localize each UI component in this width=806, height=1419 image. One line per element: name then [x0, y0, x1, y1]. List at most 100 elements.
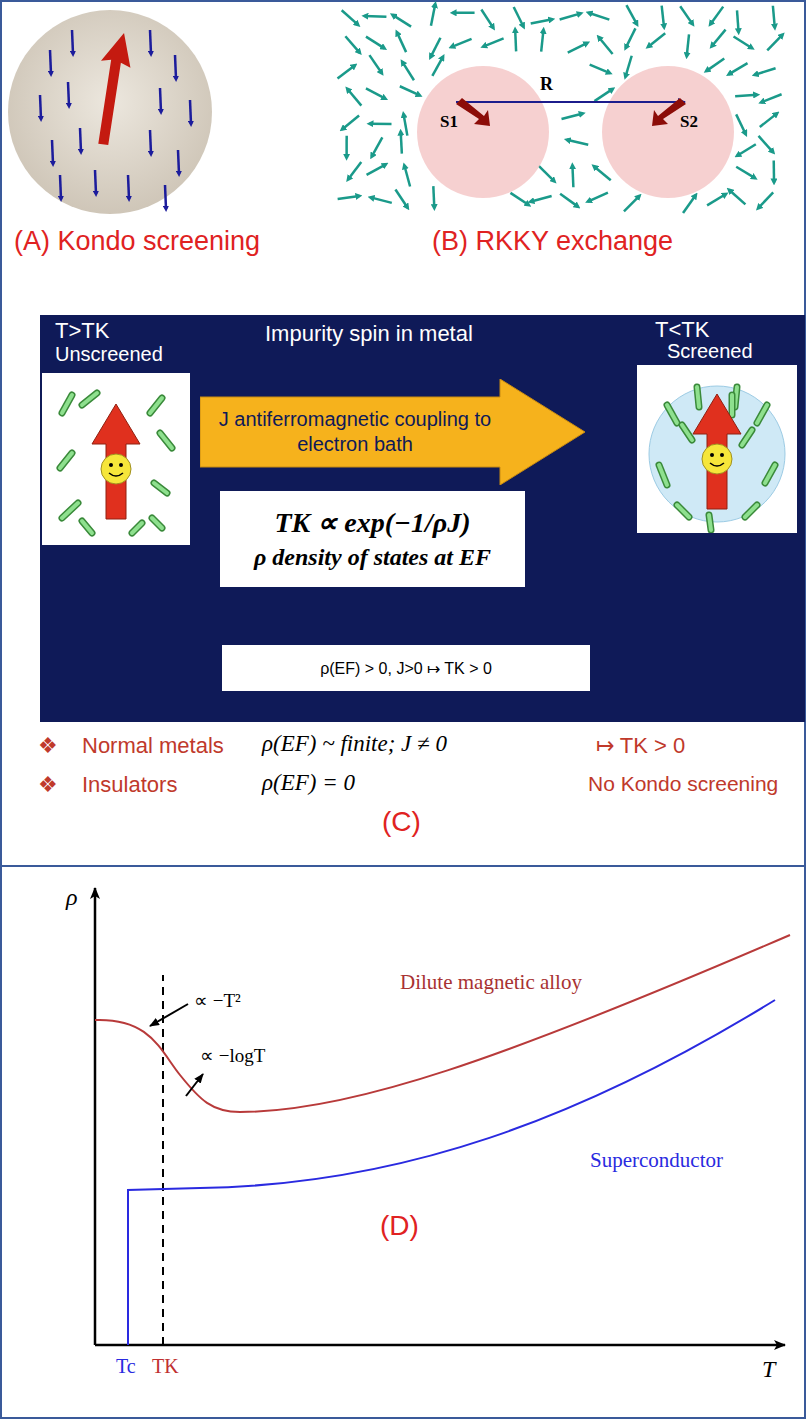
state-heading: Unscreened: [55, 343, 163, 366]
conduction-spin-arrow: [430, 38, 440, 58]
panel-label: (C): [382, 806, 421, 838]
conduction-spin-arrow: [625, 56, 631, 77]
conduction-spin-arrow: [567, 140, 588, 145]
conduction-spin-arrow: [348, 162, 361, 180]
conduction-spin-arrow: [366, 88, 385, 98]
tick-label: Tc: [116, 1355, 136, 1378]
formula-annotation: ∝ −logT: [200, 1045, 265, 1067]
electron-spin-arrow: [40, 95, 41, 119]
panel-label: (A) Kondo screening: [14, 226, 260, 257]
conduction-spin-arrow: [345, 136, 348, 158]
conduction-spin-arrow: [342, 116, 359, 130]
formula-annotation: ∝ −T²: [194, 990, 241, 1012]
electron-spin-arrow: [95, 170, 96, 194]
electron-spin-arrow: [178, 150, 179, 174]
conduction-spin-arrow: [624, 196, 639, 212]
result-text: ↦ TK > 0: [596, 733, 685, 758]
conduction-spin-arrow: [483, 38, 503, 46]
conduction-spin-arrow: [345, 36, 359, 53]
axis-label: ρ: [66, 884, 78, 912]
formula-text: ρ(EF) = 0: [262, 770, 355, 796]
spin-picture: [42, 373, 190, 545]
conduction-spin-arrow: [735, 95, 757, 96]
state-heading: Screened: [667, 340, 753, 363]
navy-panel: Impurity spin in metalT>TKUnscreenedJ an…: [40, 315, 805, 722]
conduction-spin-arrow: [338, 65, 355, 78]
conduction-spin-arrow: [451, 39, 471, 47]
impurity-spin: [693, 394, 741, 509]
conduction-spin-arrow: [588, 193, 608, 202]
arrow-text: J antiferromagnetic coupling to electron…: [210, 407, 500, 457]
conduction-spin-arrow: [683, 195, 696, 213]
conduction-spin-arrow: [734, 37, 753, 49]
conduction-spin-arrow: [404, 165, 410, 186]
spin-label: S1: [440, 112, 458, 132]
conduction-spin-arrow: [395, 189, 407, 207]
conduction-spin-arrow: [687, 34, 689, 56]
conduction-spin-arrow: [599, 37, 613, 54]
conduction-spin-arrow: [758, 192, 773, 208]
conduction-spin-arrow: [767, 35, 782, 51]
conduction-spin-arrow: [364, 15, 386, 18]
electron-spin-arrow: [52, 140, 53, 164]
axis-label: T: [762, 1356, 775, 1384]
conduction-spin-arrow: [392, 15, 411, 27]
conduction-spin-arrow: [712, 30, 726, 47]
conduction-spin-arrow: [397, 32, 406, 52]
conduction-spin-arrow: [571, 165, 574, 187]
conduction-spin-arrow: [342, 10, 358, 25]
smiley-face: [101, 454, 131, 484]
conduction-spin-arrow: [514, 29, 517, 51]
conduction-spin-arrow: [402, 62, 414, 81]
conduction-spin-arrow: [710, 7, 723, 25]
conduction-spin-arrow: [338, 196, 360, 199]
impurity-spin: [92, 404, 140, 519]
green-spins: [659, 387, 775, 530]
smiley-face: [702, 444, 732, 474]
vector-label: R: [540, 74, 553, 95]
spin-label: S2: [680, 112, 698, 132]
electron-spin-arrow: [60, 175, 61, 199]
row-heading: Normal metals: [82, 733, 224, 758]
condition-text: ρ(EF) > 0, J>0 ↦ TK > 0: [320, 659, 492, 678]
conduction-spin-arrow: [594, 166, 611, 180]
result-text: No Kondo screening: [588, 772, 778, 796]
formula-text: ρ density of states at EF: [254, 542, 491, 573]
conduction-spin-arrow: [481, 10, 493, 28]
formula-box: TK ∝ exp(−1/ρJ)ρ density of states at EF: [220, 491, 525, 587]
conduction-spin-arrow: [707, 194, 726, 205]
conduction-spin-arrow: [755, 68, 776, 75]
condition-box: ρ(EF) > 0, J>0 ↦ TK > 0: [222, 645, 590, 691]
conduction-spin-arrow: [433, 186, 434, 208]
electron-spin-arrow: [50, 50, 51, 74]
conduction-spin-arrow: [760, 113, 777, 127]
conduction-spin-arrow: [404, 114, 408, 136]
electron-spin-arrow: [150, 130, 151, 154]
electron-spin-arrow: [128, 175, 129, 199]
temperature-heading: T<TK: [655, 317, 709, 342]
conduction-spin-arrow: [400, 86, 420, 95]
electron-spin-arrow: [150, 30, 151, 54]
bullet: ❖: [38, 772, 58, 797]
arrow-text-area: J antiferromagnetic coupling to electron…: [210, 399, 500, 465]
conduction-spin-arrow: [370, 197, 391, 203]
curve-label: Dilute magnetic alloy: [400, 970, 582, 994]
conduction-spin-arrow: [401, 132, 402, 154]
temperature-heading: T>TK: [55, 318, 109, 343]
electron-spin-arrow: [80, 128, 81, 152]
conduction-spin-arrow: [626, 28, 636, 48]
panel-label: (D): [380, 1210, 419, 1242]
conduction-spin-arrow: [773, 6, 775, 28]
conduction-spin-arrow: [648, 33, 665, 47]
conduction-spin-arrow: [369, 55, 381, 73]
conduction-spin-arrow: [370, 122, 392, 125]
yellow-arrow: J antiferromagnetic coupling to electron…: [200, 379, 585, 485]
conduction-spin-arrow: [560, 13, 581, 19]
electron-spin-arrow: [175, 55, 176, 79]
conduction-spin-arrow: [761, 94, 781, 102]
screening-cloud: [649, 386, 785, 522]
conduction-spin-arrow: [431, 4, 435, 26]
conduction-spin-arrow: [453, 11, 475, 14]
conduction-spin-arrow: [729, 63, 748, 74]
